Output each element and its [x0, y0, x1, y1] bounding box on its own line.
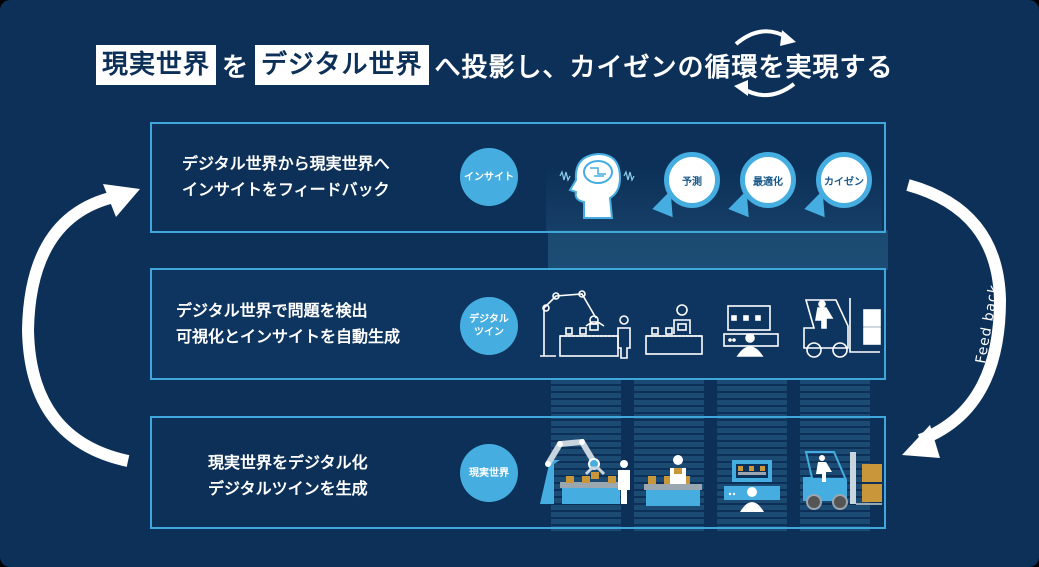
insight-layer-panel: デジタル世界から現実世界へ インサイトをフィードバック インサイト 予測 最適化… [150, 122, 886, 233]
feedback-down-arrow-icon [902, 179, 1007, 458]
insight-layer-description: デジタル世界から現実世界へ インサイトをフィードバック [182, 151, 390, 203]
real-world-layer-description: 現実世界をデジタル化 デジタルツインを生成 [208, 450, 368, 502]
digital-twin-badge: デジタル ツイン [460, 297, 518, 355]
digital-twin-layer-panel: デジタル世界で問題を検出 可視化とインサイトを自動生成 デジタル ツイン [150, 268, 886, 380]
cycle-arrows-icon [734, 29, 796, 97]
title-cycle-word: 循環 [704, 52, 759, 83]
badge-line: デジタル [469, 314, 509, 325]
robot-arm-color-icon [540, 438, 630, 504]
monitor-operator-line-icon [723, 305, 779, 357]
title-highlight-digital-world: デジタル世界 [255, 45, 429, 85]
monitor-operator-color-icon [724, 460, 780, 512]
worker-conveyor-color-icon [644, 455, 702, 506]
page-title: 現実世界 を デジタル世界 へ投影し、カイゼンの 循環 を実現する [96, 44, 894, 86]
title-highlight-real-world: 現実世界 [96, 45, 217, 85]
description-line: 現実世界をデジタル化 [208, 453, 368, 472]
bubble-optimization: 最適化 [728, 152, 798, 218]
description-line: デジタルツインを生成 [208, 479, 368, 498]
projection-beam-gap [548, 230, 888, 270]
robot-arm-line-icon [540, 290, 631, 359]
insight-badge: インサイト [460, 148, 518, 206]
cycle-up-arrow-icon [21, 184, 140, 467]
worker-conveyor-line-icon [645, 304, 703, 355]
description-line: インサイトをフィードバック [182, 180, 390, 199]
digital-twin-layer-description: デジタル世界で問題を検出 可視化とインサイトを自動生成 [176, 298, 400, 350]
bubble-prediction: 予測 [652, 152, 722, 218]
title-text-2: を実現する [758, 52, 894, 83]
bubble-kaizen: カイゼン [804, 152, 874, 218]
forklift-line-icon [803, 298, 881, 358]
forklift-color-icon [803, 451, 882, 510]
real-world-badge: 現実世界 [460, 444, 518, 502]
title-connector: を [222, 52, 250, 83]
title-text-1: へ投影し、カイゼンの [434, 52, 705, 83]
description-line: 可視化とインサイトを自動生成 [176, 327, 401, 346]
description-line: デジタル世界から現実世界へ [182, 154, 390, 173]
badge-line: ツイン [474, 327, 504, 338]
description-line: デジタル世界で問題を検出 [176, 301, 368, 320]
brain-head-icon [559, 152, 635, 219]
real-world-layer-panel: 現実世界をデジタル化 デジタルツインを生成 現実世界 [150, 416, 886, 529]
